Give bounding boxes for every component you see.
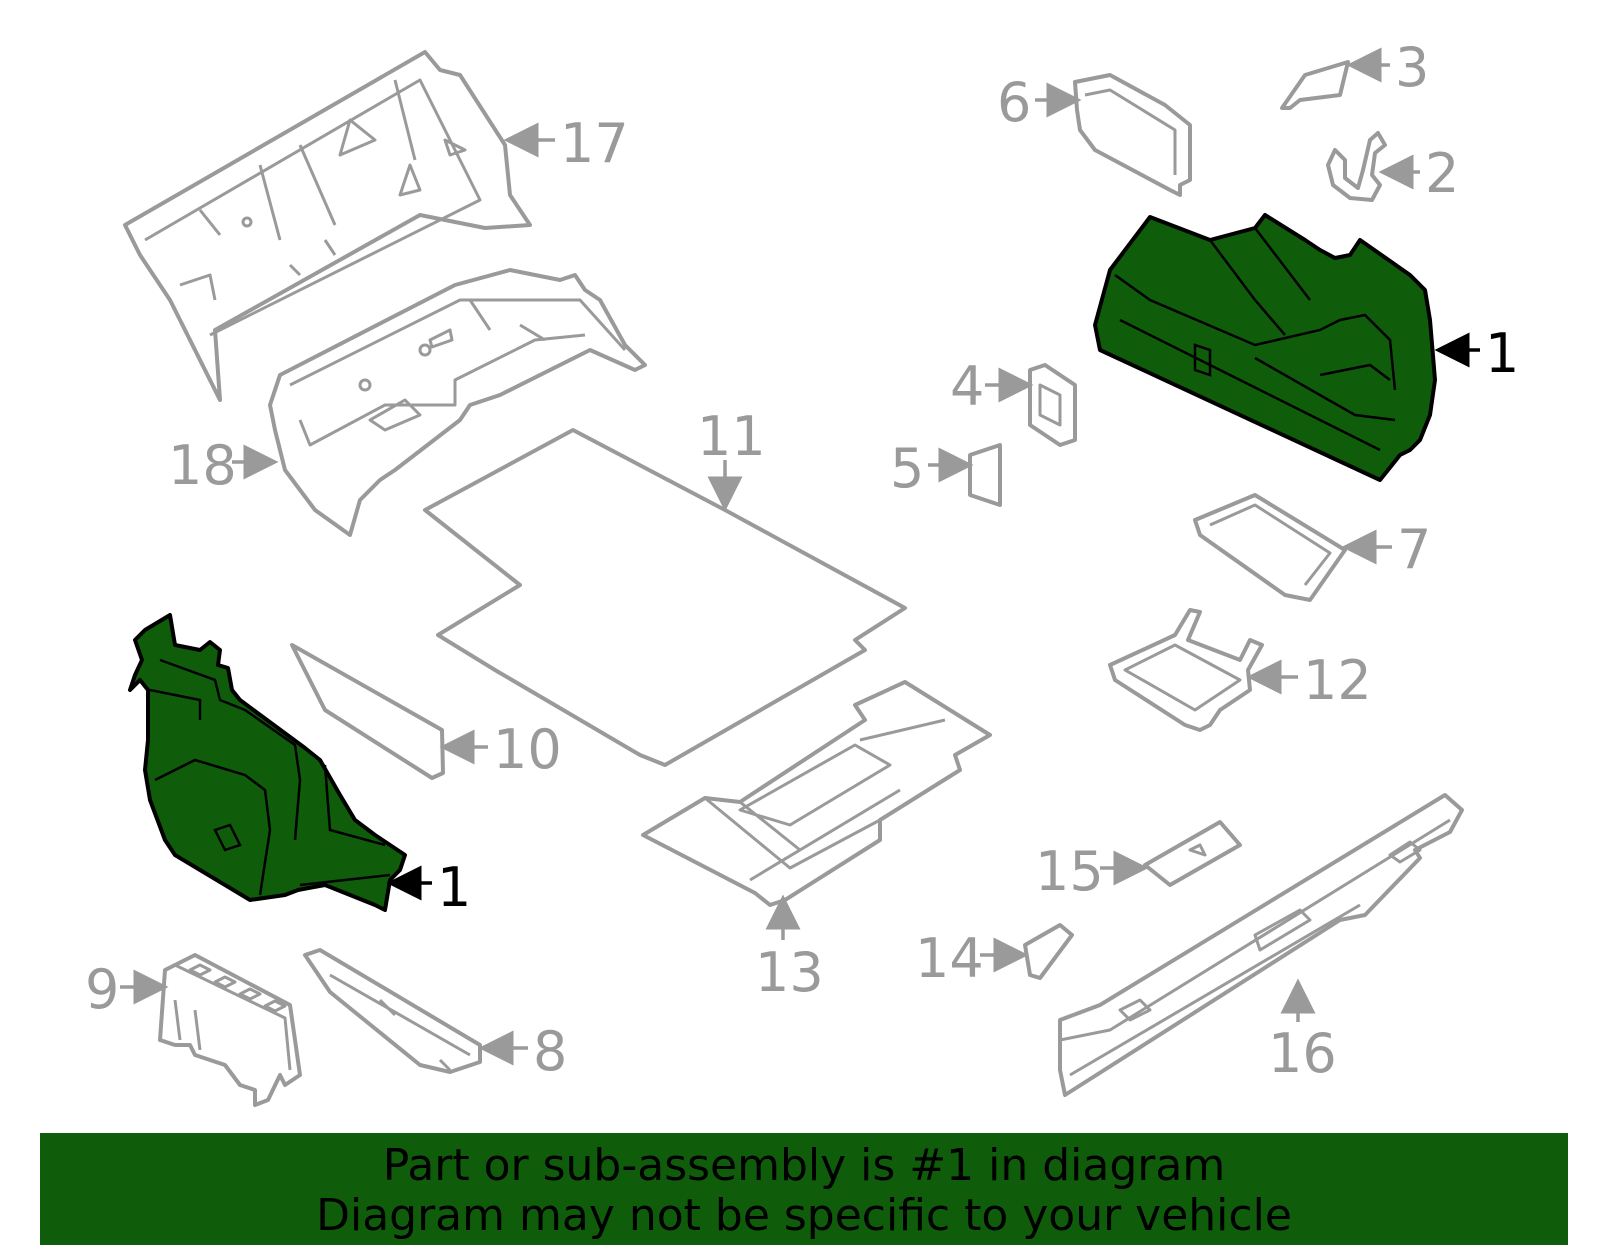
callout-4: 4 bbox=[950, 355, 984, 418]
callout-14: 14 bbox=[915, 927, 984, 990]
part-12-bracket-tray bbox=[1108, 608, 1264, 732]
banner-line-part: Part or sub-assembly is #1 in diagram bbox=[382, 1140, 1226, 1191]
callout-6: 6 bbox=[997, 71, 1031, 134]
callout-10: 10 bbox=[493, 718, 562, 781]
callout-13: 13 bbox=[755, 941, 824, 1004]
callout-7: 7 bbox=[1397, 518, 1431, 581]
part-9-foam-block bbox=[158, 953, 302, 1107]
callout-17: 17 bbox=[560, 112, 629, 175]
part-1-right-trunk-trim bbox=[1093, 213, 1437, 482]
part-14-clip bbox=[1023, 923, 1074, 980]
callout-1-left: 1 bbox=[437, 856, 471, 919]
part-10-panel-insulator bbox=[290, 643, 445, 780]
part-1-left-trunk-trim bbox=[128, 613, 407, 912]
callout-9: 9 bbox=[85, 958, 119, 1021]
part-11-trunk-mat bbox=[423, 428, 907, 767]
part-3-clip bbox=[1280, 60, 1350, 110]
callout-18: 18 bbox=[168, 434, 237, 497]
callout-11: 11 bbox=[697, 405, 766, 468]
callout-16: 16 bbox=[1268, 1022, 1337, 1085]
callout-8: 8 bbox=[533, 1020, 567, 1083]
part-5-pad bbox=[968, 443, 1002, 507]
part-6-bracket bbox=[1073, 73, 1192, 197]
info-banner: Part or sub-assembly is #1 in diagram Di… bbox=[40, 1133, 1568, 1245]
callout-5: 5 bbox=[890, 437, 924, 500]
part-16-sill-trim bbox=[1058, 793, 1464, 1097]
callout-2: 2 bbox=[1425, 142, 1459, 205]
part-7-tray-cover bbox=[1193, 493, 1347, 602]
banner-line-disclaimer: Diagram may not be specific to your vehi… bbox=[316, 1190, 1292, 1241]
callout-12: 12 bbox=[1303, 649, 1372, 712]
callout-1-right: 1 bbox=[1485, 322, 1519, 385]
part-2-hook bbox=[1326, 131, 1387, 202]
part-17-shelf-panel bbox=[123, 50, 532, 402]
callout-15: 15 bbox=[1035, 840, 1104, 903]
part-4-cover bbox=[1028, 363, 1077, 447]
callout-3: 3 bbox=[1395, 36, 1429, 99]
part-8-sill-plate bbox=[303, 948, 482, 1074]
part-15-pad bbox=[1143, 820, 1242, 887]
part-18-floor-pan bbox=[268, 268, 647, 537]
